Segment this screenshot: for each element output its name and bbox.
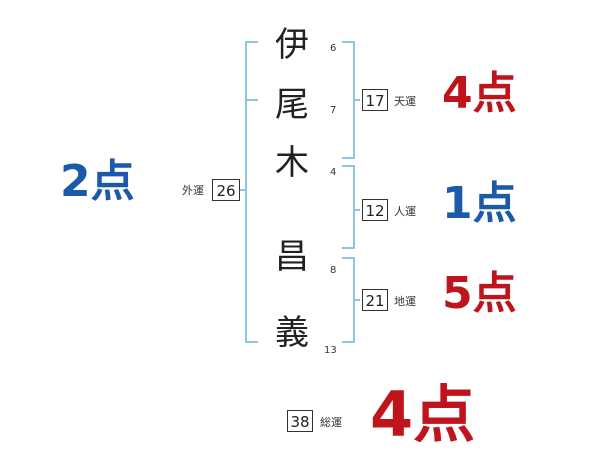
name-char-1: 伊 xyxy=(275,25,309,65)
gaikaku-label: 外運 xyxy=(182,184,204,197)
chikaku-value-box: 21 xyxy=(362,289,388,311)
jinkaku-score: 1点 xyxy=(442,178,517,229)
stroke-count-5: 13 xyxy=(324,345,337,356)
stroke-count-3: 4 xyxy=(330,167,337,178)
tenkaku-value-box: 17 xyxy=(362,89,388,111)
tenkaku-label: 天運 xyxy=(394,95,416,108)
soukaku-score: 4点 xyxy=(370,378,476,451)
name-char-4: 昌 xyxy=(275,237,309,277)
tenkaku-score: 4点 xyxy=(442,68,517,119)
tenkaku-bracket xyxy=(342,41,355,159)
name-char-2: 尾 xyxy=(275,85,309,125)
name-char-5: 義 xyxy=(275,313,309,353)
soukaku-label: 総運 xyxy=(320,416,342,429)
jinkaku-value-box: 12 xyxy=(362,199,388,221)
stroke-count-4: 8 xyxy=(330,265,337,276)
name-char-3: 木 xyxy=(275,143,309,183)
jinkaku-bracket xyxy=(342,165,355,249)
soukaku-value-box: 38 xyxy=(287,410,313,432)
chikaku-score: 5点 xyxy=(442,268,517,319)
gaikaku-value-box: 26 xyxy=(212,179,240,201)
gaikaku-score: 2点 xyxy=(60,156,135,207)
chikaku-label: 地運 xyxy=(394,295,416,308)
outer-bracket xyxy=(245,41,258,343)
stroke-count-2: 7 xyxy=(330,105,337,116)
jinkaku-label: 人運 xyxy=(394,205,416,218)
chikaku-bracket xyxy=(342,257,355,343)
stroke-count-1: 6 xyxy=(330,43,337,54)
